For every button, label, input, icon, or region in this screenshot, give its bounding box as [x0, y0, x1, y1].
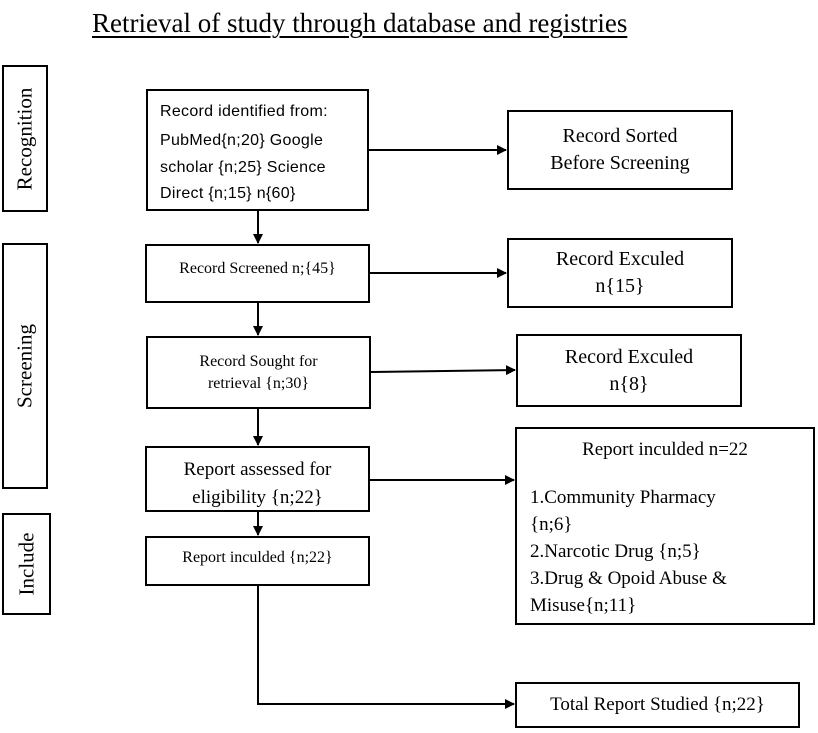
box-report-assessed: Report assessed for eligibility {n;22}: [145, 446, 370, 512]
box-record-sought: Record Sought for retrieval {n;30}: [146, 336, 371, 409]
stage-recognition: Recognition: [2, 65, 48, 212]
sought-line-1: Record Sought for: [199, 352, 318, 370]
box-record-excluded-2: Record Exculed n{8}: [516, 334, 742, 407]
stage-screening: Screening: [2, 243, 48, 489]
box-records-identified: Record identified from: PubMed{n;20} Goo…: [146, 89, 369, 211]
included-detail-item: {n;6}: [530, 514, 573, 535]
identified-line-3: scholar {n;25} Science: [160, 159, 326, 176]
included-detail-list: 1.Community Pharmacy {n;6} 2.Narcotic Dr…: [530, 484, 727, 619]
sorted-line-1: Record Sorted: [562, 125, 678, 147]
included-line-1: Report inculded {n;22}: [182, 549, 333, 566]
sorted-line-2: Before Screening: [550, 152, 690, 174]
box-record-excluded-1: Record Exculed n{15}: [507, 238, 733, 308]
arrow-included-to-total: [257, 586, 515, 709]
arrow-sought-to-excluded2: [370, 365, 516, 376]
box-report-included-detail: Report inculded n=22 1.Community Pharmac…: [515, 427, 815, 625]
box-report-included: Report inculded {n;22}: [145, 536, 370, 586]
excluded2-line-1: Record Exculed: [564, 345, 694, 368]
total-line-1: Total Report Studied {n;22}: [550, 694, 765, 716]
excluded2-line-2: n{8}: [609, 372, 649, 395]
assessed-line-2: eligibility {n;22}: [192, 487, 323, 508]
box-record-screened: Record Screened n;{45}: [145, 244, 370, 303]
box-total-studied: Total Report Studied {n;22}: [515, 682, 800, 728]
identified-line-4: Direct {n;15} n{60}: [160, 185, 296, 202]
included-detail-item: 2.Narcotic Drug {n;5}: [530, 541, 701, 562]
included-detail-item: 3.Drug & Opoid Abuse &: [530, 568, 727, 589]
box-record-sorted: Record Sorted Before Screening: [507, 110, 733, 190]
included-detail-item: 1.Community Pharmacy: [530, 487, 716, 508]
assessed-line-1: Report assessed for: [183, 459, 332, 480]
excluded1-line-2: n{15}: [595, 275, 645, 297]
diagram-title: Retrieval of study through database and …: [92, 8, 628, 38]
excluded1-line-1: Record Exculed: [555, 248, 685, 270]
included-detail-item: Misuse{n;11}: [530, 595, 637, 616]
stage-include: Include: [2, 513, 51, 615]
identified-line-1: Record identified from:: [160, 103, 328, 120]
included-detail-heading: Report inculded n=22: [582, 439, 748, 460]
identified-line-2: PubMed{n;20} Google: [160, 132, 324, 149]
screened-line-1: Record Screened n;{45}: [179, 260, 336, 277]
sought-line-2: retrieval {n;30}: [207, 374, 310, 392]
